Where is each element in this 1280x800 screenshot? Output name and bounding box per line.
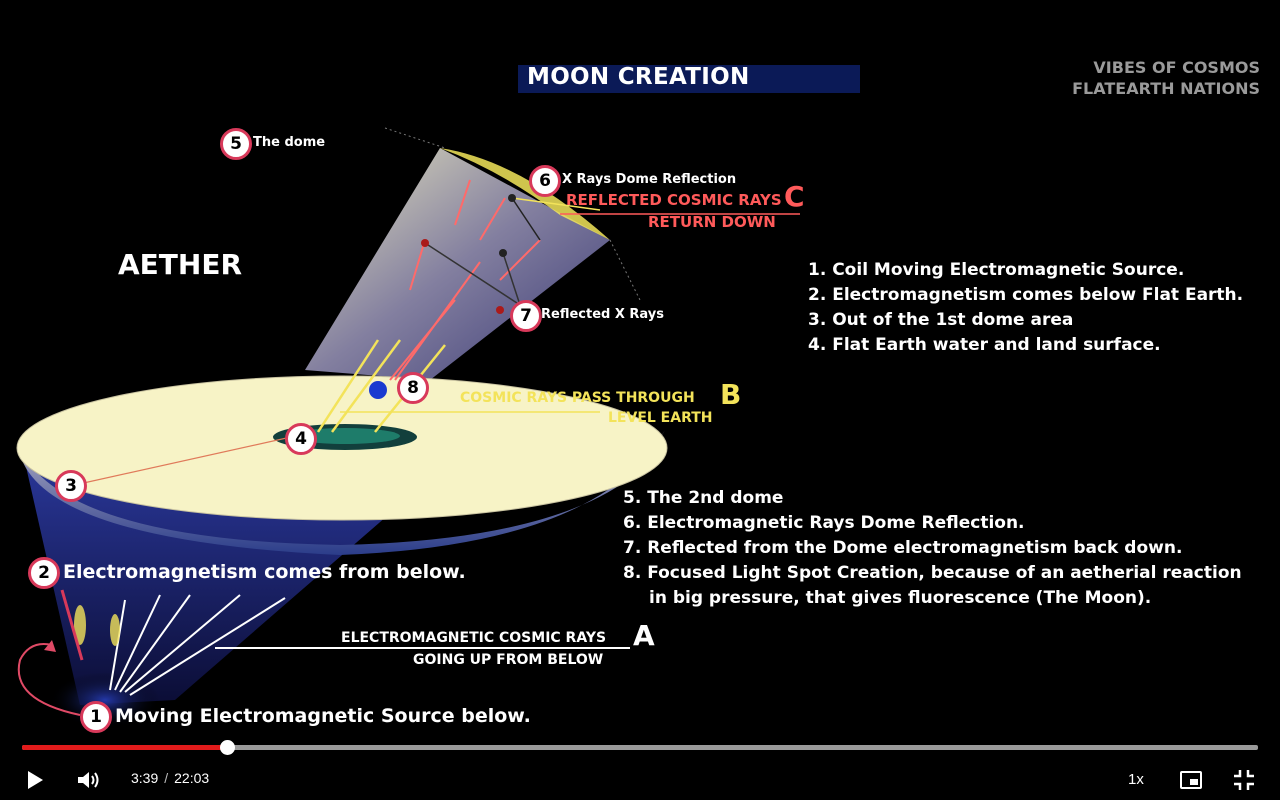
legend-item: 8. Focused Light Spot Creation, because … [623,563,1242,583]
video-frame[interactable]: MOON CREATION VIBES OF COSMOS FLATEARTH … [0,0,1280,740]
legend-item: 1. Coil Moving Electromagnetic Source. [808,260,1185,280]
reflected-xrays-label: Reflected X Rays [541,307,664,322]
xrays-reflection-label: X Rays Dome Reflection [562,172,737,187]
return-down-label: RETURN DOWN [648,213,776,231]
marker-2: 2 [28,557,60,589]
letter-a: A [633,619,655,652]
legend-item: 3. Out of the 1st dome area [808,310,1074,330]
watermark-line-2: FLATEARTH NATIONS [1072,79,1260,98]
marker-3: 3 [55,470,87,502]
current-time: 3:39 [131,770,159,786]
em-from-below-label: Electromagnetism comes from below. [63,561,466,583]
letter-c: C [784,180,805,213]
title-background [518,65,860,93]
progress-bar[interactable] [22,740,1258,755]
reflected-cosmic-rays-label: REFLECTED COSMIC RAYS [566,191,782,209]
marker-4: 4 [285,423,317,455]
aether-label: AETHER [118,248,243,281]
volume-icon [78,772,99,788]
watermark-line-1: VIBES OF COSMOS [1093,58,1260,77]
volume-button[interactable] [76,768,102,792]
legend-item: 5. The 2nd dome [623,488,784,508]
marker-7: 7 [510,300,542,332]
legend-item: in big pressure, that gives fluorescence… [649,588,1152,608]
moving-source-label: Moving Electromagnetic Source below. [115,705,531,727]
picture-in-picture-button[interactable] [1179,768,1203,792]
progress-scrubber[interactable] [220,740,236,755]
duration: 22:03 [174,770,210,786]
player-controls: 3:39 / 22:03 1x [0,740,1280,800]
going-up-label: GOING UP FROM BELOW [413,652,604,668]
time-display: 3:39 / 22:03 [131,770,209,786]
exit-fullscreen-icon [1234,770,1254,790]
legend-item: 4. Flat Earth water and land surface. [808,335,1161,355]
progress-played [22,745,228,750]
dome-label: The dome [253,135,326,150]
play-icon [28,771,43,789]
marker-6: 6 [529,165,561,197]
marker-8: 8 [397,372,429,404]
diagram-title: MOON CREATION [527,64,750,90]
letter-b: B [720,378,742,411]
picture-in-picture-icon [1180,771,1202,789]
level-earth-label: LEVEL EARTH [608,410,713,426]
play-button[interactable] [24,768,46,792]
legend-bottom: 5. The 2nd dome 6. Electromagnetic Rays … [623,486,1242,611]
moon-creation-diagram [16,127,800,728]
time-separator: / [164,770,169,786]
playback-speed-button[interactable]: 1x [1128,771,1144,788]
legend-item: 7. Reflected from the Dome electromagnet… [623,538,1183,558]
em-cosmic-rays-label: ELECTROMAGNETIC COSMIC RAYS [341,630,607,646]
marker-5: 5 [220,128,252,160]
legend-item: 2. Electromagnetism comes below Flat Ear… [808,285,1244,305]
marker-1: 1 [80,701,112,733]
pass-through-label: COSMIC RAYS PASS THROUGH [460,390,695,406]
exit-fullscreen-button[interactable] [1233,768,1255,792]
legend-top: 1. Coil Moving Electromagnetic Source. 2… [808,258,1243,358]
legend-item: 6. Electromagnetic Rays Dome Reflection. [623,513,1025,533]
